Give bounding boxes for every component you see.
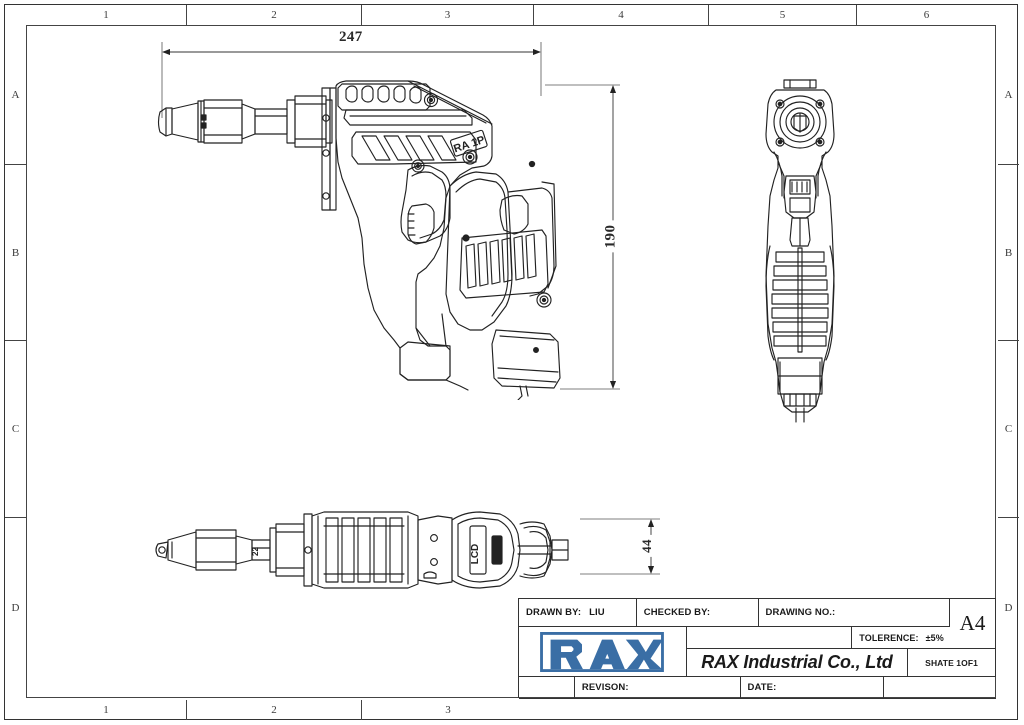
sheet-outer-border bbox=[4, 4, 1018, 720]
company-name-cell: RAX Industrial Co., Ltd bbox=[686, 649, 909, 677]
revision-label: REVISON: bbox=[581, 682, 629, 693]
zone-top-4: 4 bbox=[534, 5, 709, 25]
dimension-44-label: 44 bbox=[638, 535, 655, 557]
title-block-row-1: DRAWN BY: LIU CHECKED BY: DRAWING NO.: A… bbox=[519, 599, 996, 649]
zone-label: B bbox=[1004, 246, 1013, 259]
zone-top-6: 6 bbox=[857, 5, 996, 25]
dimension-190-label: 190 bbox=[602, 220, 620, 253]
zone-top-1: 1 bbox=[26, 5, 187, 25]
date-label: DATE: bbox=[747, 682, 777, 693]
zone-label: 1 bbox=[103, 9, 109, 21]
zone-left-d: D bbox=[5, 518, 26, 698]
zone-right-c: C bbox=[998, 341, 1019, 518]
zone-label: D bbox=[11, 602, 20, 614]
revision-cell: REVISON: bbox=[574, 677, 741, 699]
drawn-by-value: LIU bbox=[589, 607, 605, 618]
zone-left-a: A bbox=[5, 25, 26, 165]
zone-top-2: 2 bbox=[187, 5, 362, 25]
zone-top-5: 5 bbox=[709, 5, 857, 25]
side-elevation-view: RA 1P bbox=[150, 78, 570, 400]
zone-left-b: B bbox=[5, 165, 26, 341]
title-block-row-4: REVISON: DATE: bbox=[519, 677, 996, 699]
zone-right-a: A bbox=[998, 25, 1019, 165]
dimension-247-label: 247 bbox=[335, 29, 367, 46]
zone-label: A bbox=[11, 88, 20, 101]
title-block: DRAWN BY: LIU CHECKED BY: DRAWING NO.: A… bbox=[518, 598, 996, 699]
rear-elevation-view bbox=[740, 76, 860, 424]
zone-left-c: C bbox=[5, 341, 26, 518]
checked-by-cell: CHECKED BY: bbox=[636, 599, 759, 627]
rax-logo-icon bbox=[540, 631, 665, 672]
title-spacer-cell bbox=[686, 627, 853, 649]
title-block-row-3: RAX Industrial Co., Ltd SHATE 1OF1 bbox=[519, 649, 996, 677]
date-end-spacer bbox=[884, 677, 996, 699]
revision-blank-cell bbox=[519, 677, 575, 699]
tolerance-cell: TOLERENCE: ±5% bbox=[852, 627, 996, 649]
tolerance-label: TOLERENCE: bbox=[859, 632, 919, 643]
zone-label: 2 bbox=[271, 9, 277, 21]
zone-label: A bbox=[1004, 88, 1013, 101]
title-block-row-2: TOLERENCE: ±5% bbox=[519, 627, 996, 677]
drawn-by-cell: DRAWN BY: LIU bbox=[519, 599, 637, 627]
zone-label: D bbox=[1004, 602, 1013, 614]
sheet-inner-frame bbox=[26, 25, 996, 698]
zone-label: C bbox=[11, 423, 20, 435]
drawing-no-cell: DRAWING NO.: bbox=[758, 599, 951, 627]
svg-text:22: 22 bbox=[251, 547, 260, 556]
zone-label: 3 bbox=[445, 704, 451, 716]
zone-label: C bbox=[1004, 423, 1013, 435]
checked-by-label: CHECKED BY: bbox=[643, 607, 711, 618]
zone-label: 4 bbox=[618, 9, 624, 21]
drawing-no-label: DRAWING NO.: bbox=[765, 607, 836, 618]
zone-bottom-2: 2 bbox=[187, 700, 362, 720]
zone-top-3: 3 bbox=[362, 5, 534, 25]
top-plan-view: 22 bbox=[152, 506, 592, 598]
zone-right-b: B bbox=[998, 165, 1019, 341]
zone-bottom-3: 3 bbox=[362, 700, 534, 720]
date-cell: DATE: bbox=[740, 677, 885, 699]
svg-text:LCD: LCD bbox=[470, 544, 481, 565]
zone-label: 1 bbox=[103, 704, 109, 716]
logo-cell bbox=[519, 627, 687, 677]
zone-right-d: D bbox=[998, 518, 1019, 698]
zone-label: 5 bbox=[779, 9, 786, 21]
sheet-count-cell: SHATE 1OF1 bbox=[908, 649, 996, 677]
zone-label: B bbox=[11, 246, 20, 259]
drawn-by-label: DRAWN BY: bbox=[526, 607, 582, 618]
zone-label: 6 bbox=[923, 9, 930, 21]
zone-label: 2 bbox=[271, 704, 277, 716]
zone-label: 3 bbox=[444, 9, 451, 21]
tolerance-value: ±5% bbox=[925, 632, 944, 643]
zone-bottom-1: 1 bbox=[26, 700, 187, 720]
